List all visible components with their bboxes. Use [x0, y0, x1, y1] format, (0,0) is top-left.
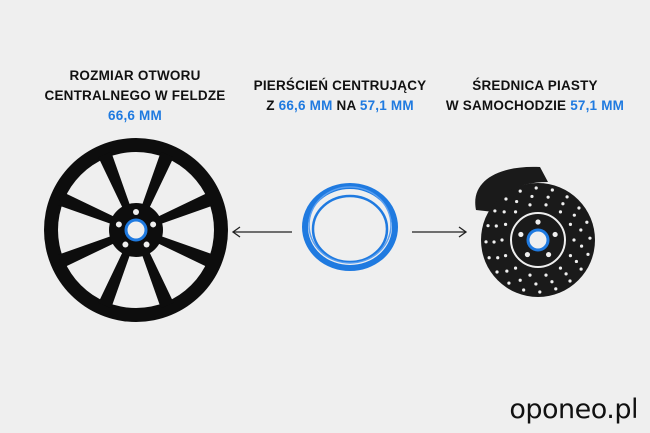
rim-spoke-icon: [140, 248, 174, 309]
disc-drill-hole-icon: [572, 213, 576, 217]
disc-drill-hole-icon: [528, 203, 532, 207]
centering-ring-connector: NA: [332, 98, 360, 113]
disc-drill-hole-icon: [558, 210, 563, 214]
disc-drill-hole-icon: [522, 288, 526, 292]
disc-drill-hole-icon: [507, 281, 511, 285]
disc-drill-hole-icon: [546, 195, 550, 199]
disc-drill-hole-icon: [502, 210, 506, 214]
rim-center-bore-icon: [124, 218, 148, 242]
centering-ring-from-value: 66,6 MM: [278, 98, 333, 113]
hub-diameter-value: 57,1 MM: [570, 98, 625, 113]
disc-drill-hole-icon: [528, 273, 532, 277]
rim-spoke-icon: [98, 151, 132, 212]
disc-drill-hole-icon: [586, 252, 590, 256]
rim-lug-hole-icon: [150, 221, 157, 228]
hub-diameter-prefix: W SAMOCHODZIE: [445, 98, 571, 113]
centering-ring-icon: [302, 183, 398, 271]
disc-drill-hole-icon: [505, 269, 509, 273]
disc-drill-hole-icon: [577, 206, 581, 210]
disc-drill-hole-icon: [495, 270, 499, 274]
disc-drill-hole-icon: [534, 186, 538, 190]
hub-stud-icon: [535, 219, 541, 225]
disc-drill-hole-icon: [503, 222, 508, 226]
centering-ring-sizes: Z 66,6 MM NA 57,1 MM: [245, 96, 435, 116]
rim-lug-hole-icon: [133, 209, 139, 215]
rim-bore-title-line1: ROZMIAR OTWORU: [69, 68, 201, 83]
alloy-rim-icon: [44, 138, 228, 322]
disc-drill-hole-icon: [486, 224, 490, 228]
hub-stud-icon: [518, 231, 524, 238]
brake-disc-icon: [475, 166, 595, 297]
disc-drill-hole-icon: [503, 254, 508, 258]
disc-drill-hole-icon: [513, 210, 518, 214]
rim-bore-title-line2: CENTRALNEGO W FELDZE: [44, 88, 226, 103]
disc-drill-hole-icon: [496, 256, 500, 260]
disc-drill-hole-icon: [550, 280, 554, 284]
hub-diameter-title: ŚREDNICA PIASTY: [472, 78, 598, 93]
disc-drill-hole-icon: [513, 266, 518, 270]
hub-stud-icon: [552, 231, 558, 238]
disc-drill-hole-icon: [568, 254, 573, 258]
disc-drill-hole-icon: [504, 197, 508, 201]
disc-drill-hole-icon: [492, 240, 496, 244]
disc-drill-hole-icon: [568, 279, 572, 283]
rim-lug-hole-icon: [143, 241, 150, 248]
rim-lug-hole-icon: [115, 221, 122, 228]
rim-spoke-icon: [57, 234, 118, 268]
disc-drill-hole-icon: [494, 224, 498, 228]
rim-bore-value: 66,6 MM: [108, 108, 162, 123]
disc-drill-hole-icon: [544, 273, 548, 277]
centering-ring-title: PIERŚCIEŃ CENTRUJĄCY: [253, 78, 427, 93]
disc-drill-hole-icon: [484, 240, 488, 244]
disc-drill-hole-icon: [487, 256, 491, 260]
disc-drill-hole-icon: [579, 244, 584, 248]
disc-drill-hole-icon: [579, 228, 583, 232]
centering-ring-prefix: Z: [266, 98, 279, 113]
hub-diameter-caption: ŚREDNICA PIASTY W SAMOCHODZIE 57,1 MM: [430, 76, 640, 116]
disc-drill-hole-icon: [518, 278, 522, 282]
disc-drill-hole-icon: [530, 194, 534, 199]
hub-center-icon: [526, 228, 550, 252]
disc-drill-hole-icon: [538, 290, 542, 294]
rim-lug-hole-icon: [122, 241, 129, 248]
rim-spoke-icon: [154, 192, 215, 226]
centering-ring-to-value: 57,1 MM: [359, 98, 414, 113]
disc-drill-hole-icon: [568, 222, 573, 226]
disc-drill-hole-icon: [588, 236, 592, 240]
disc-drill-hole-icon: [574, 259, 579, 264]
disc-drill-hole-icon: [564, 272, 568, 276]
disc-drill-hole-icon: [550, 188, 554, 192]
disc-drill-hole-icon: [561, 202, 565, 206]
disc-drill-hole-icon: [565, 195, 569, 199]
arrow-left-icon: [231, 226, 292, 238]
disc-drill-hole-icon: [518, 189, 522, 193]
disc-drill-hole-icon: [554, 287, 558, 291]
disc-drill-hole-icon: [579, 267, 583, 271]
hub-diameter-line2: W SAMOCHODZIE 57,1 MM: [430, 96, 640, 116]
centering-ring-caption: PIERŚCIEŃ CENTRUJĄCY Z 66,6 MM NA 57,1 M…: [245, 76, 435, 116]
disc-drill-hole-icon: [515, 199, 519, 204]
hub-stud-icon: [524, 251, 531, 258]
rim-spoke-icon: [154, 234, 215, 268]
brake-caliper-icon: [475, 166, 548, 212]
arrow-right-icon: [412, 226, 468, 238]
disc-drill-hole-icon: [572, 238, 576, 242]
disc-drill-hole-icon: [585, 220, 589, 224]
hub-stud-icon: [545, 251, 552, 258]
disc-drill-hole-icon: [500, 238, 504, 242]
rim-bore-caption: ROZMIAR OTWORU CENTRALNEGO W FELDZE 66,6…: [40, 66, 230, 126]
oponeo-logo: oponeo.pl: [509, 394, 638, 425]
disc-drill-hole-icon: [493, 209, 497, 213]
rim-spoke-icon: [57, 192, 118, 226]
disc-drill-hole-icon: [534, 282, 538, 286]
disc-drill-hole-icon: [558, 266, 563, 270]
disc-drill-hole-icon: [544, 203, 548, 207]
rim-spoke-icon: [98, 248, 132, 309]
rim-spoke-icon: [140, 151, 174, 212]
